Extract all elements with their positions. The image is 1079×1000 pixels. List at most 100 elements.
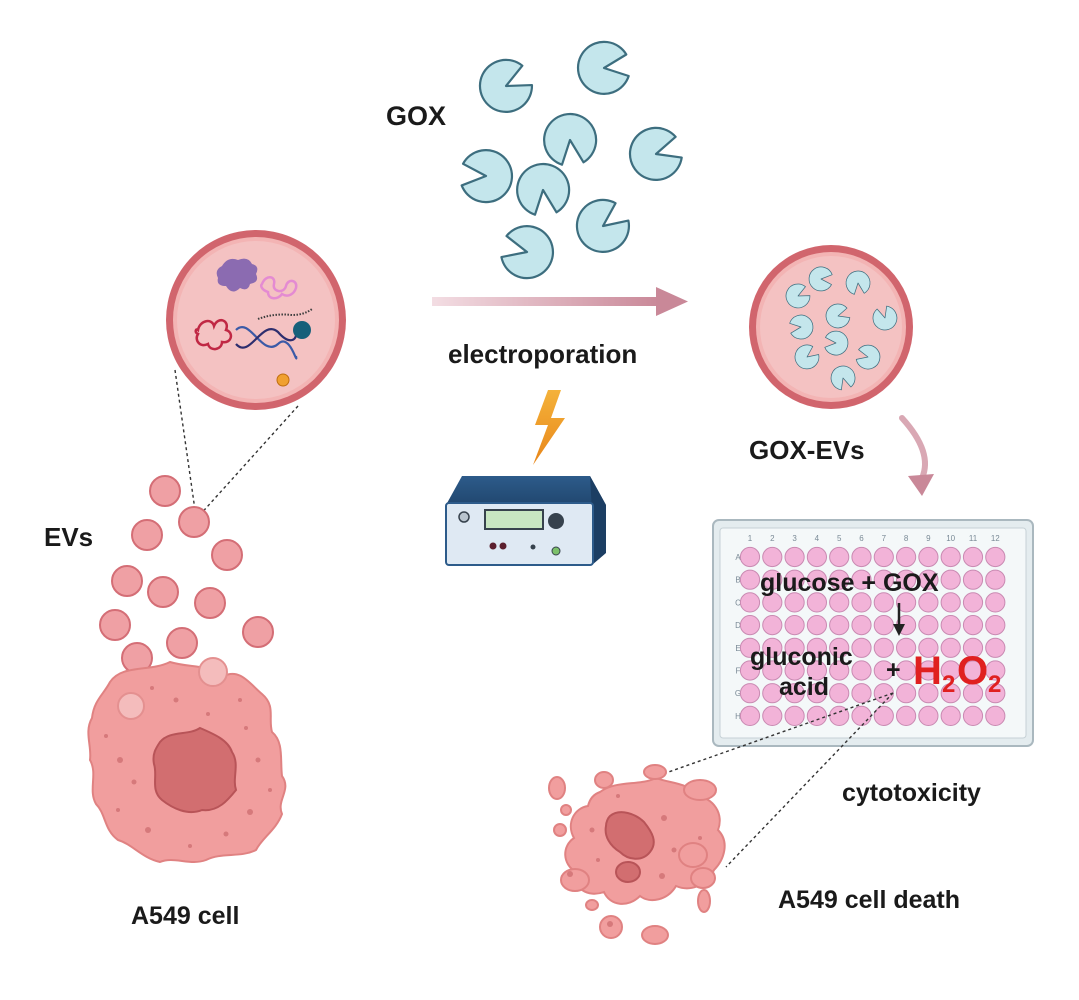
plate-well	[739, 637, 761, 658]
zoom-line	[725, 692, 894, 868]
plate-well	[896, 660, 917, 681]
lightning-icon	[533, 390, 565, 465]
plate-well	[940, 592, 961, 613]
plate-column-label: 6	[859, 534, 864, 543]
plate-row-label: H	[735, 712, 741, 721]
plate-well	[851, 615, 872, 636]
plate-well	[829, 660, 850, 681]
blue-particle	[293, 321, 311, 339]
plate-well	[918, 683, 939, 704]
plate-well	[962, 637, 984, 658]
plate-well	[829, 683, 850, 704]
plate-well	[985, 592, 1006, 613]
short-strand-icon	[257, 308, 313, 320]
plate-well	[806, 705, 828, 727]
h2o2-o: O	[957, 649, 988, 693]
plate-well	[962, 705, 984, 727]
gox-evs-icon	[749, 245, 913, 409]
plate-well	[851, 705, 872, 727]
plate-row-label: G	[735, 689, 741, 698]
gox-evs-label: GOX-EVs	[749, 435, 865, 465]
ev-vesicles	[99, 475, 274, 674]
plate-well	[851, 569, 872, 590]
plate-well	[896, 637, 917, 658]
dna-icon	[235, 326, 298, 360]
plate-well	[851, 683, 872, 704]
process-arrow	[432, 287, 688, 316]
plate-well	[985, 546, 1006, 568]
plate-column-label: 12	[991, 534, 1000, 543]
plate-well	[762, 592, 783, 613]
h2o2-sub1: 2	[942, 671, 955, 698]
plate-well	[762, 615, 783, 636]
plate-well	[918, 615, 939, 636]
plate-column-label: 7	[882, 534, 887, 543]
ev-vesicle	[99, 609, 131, 641]
ev-vesicle	[149, 475, 181, 507]
plate-well	[851, 637, 872, 658]
ev-vesicle	[242, 616, 274, 648]
plate-well	[940, 705, 961, 727]
nucleus	[152, 726, 238, 814]
plate-column-label: 8	[904, 534, 909, 543]
plate-well	[985, 615, 1006, 636]
electroporation-label: electroporation	[448, 339, 637, 369]
plate-well	[962, 546, 984, 568]
plate-row-label: B	[735, 576, 740, 585]
plate-well	[962, 683, 984, 704]
plate-well	[739, 683, 761, 704]
encapsulated-gox	[785, 266, 898, 391]
product-acid: acid	[779, 673, 829, 701]
zoom-line	[659, 692, 894, 776]
ev-vesicle	[211, 539, 243, 571]
plate-well	[896, 683, 917, 704]
gox-enzyme-icon	[575, 198, 631, 253]
plate-well	[873, 660, 894, 681]
plate-well	[806, 660, 828, 681]
gox-enzyme-icon	[576, 40, 630, 95]
plate-well	[829, 615, 850, 636]
plate-column-label: 9	[926, 534, 931, 543]
gox-enzyme-icon	[628, 126, 683, 181]
reaction-arrow	[893, 603, 905, 636]
gox-enzyme-icon	[516, 162, 571, 216]
plate-well	[918, 705, 939, 727]
dying-cell-icon	[548, 764, 726, 945]
plate-well	[873, 637, 894, 658]
plate-well	[985, 683, 1006, 704]
zoom-line	[174, 369, 197, 518]
curved-arrow	[899, 415, 934, 496]
a549-cell-label: A549 cell	[131, 902, 239, 930]
plate-column-label: 1	[748, 534, 753, 543]
plate-well	[829, 546, 850, 568]
plate-well	[739, 569, 761, 590]
gox-enzyme-cluster	[460, 40, 683, 280]
plate-well	[962, 569, 984, 590]
plate-well	[851, 592, 872, 613]
plate-well	[918, 637, 939, 658]
gox-enzyme-icon	[500, 225, 554, 280]
ev-cargo-zoom	[166, 230, 346, 410]
plate-well	[784, 637, 805, 658]
plate-well	[762, 705, 783, 727]
plate-well	[940, 546, 961, 568]
plate-column-label: 2	[770, 534, 775, 543]
product-gluconic: gluconic	[750, 643, 853, 671]
plate-column-label: 11	[969, 534, 978, 543]
plate-well	[806, 637, 828, 658]
ev-vesicle	[194, 587, 226, 619]
plate-column-label: 10	[946, 534, 955, 543]
evs-label: EVs	[44, 522, 93, 552]
plate-well	[851, 546, 872, 568]
plate-well	[739, 592, 761, 613]
ev-vesicle	[178, 506, 210, 538]
plate-well	[806, 569, 828, 590]
plate-well	[940, 660, 961, 681]
plate-well	[873, 546, 894, 568]
plate-well	[784, 615, 805, 636]
plate-well	[784, 660, 805, 681]
h2o2-formula: H 2 O 2	[913, 649, 1001, 698]
plate-well	[896, 592, 917, 613]
